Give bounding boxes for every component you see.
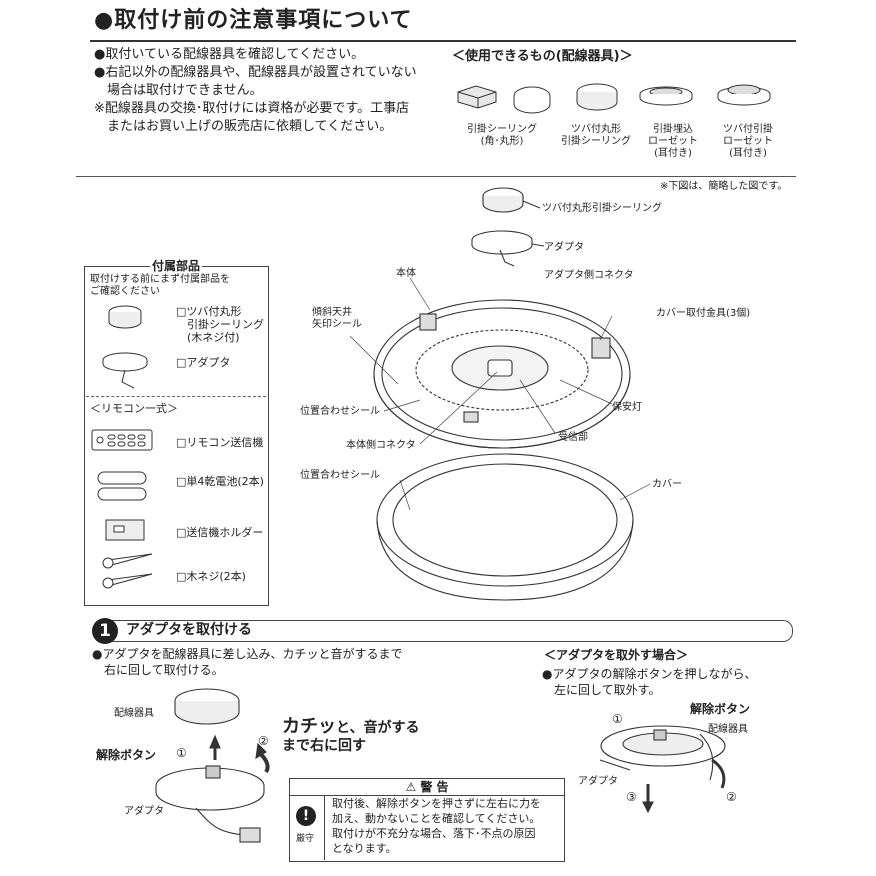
warning-mark: 厳守 bbox=[296, 834, 315, 844]
exclamation-icon: ! bbox=[296, 806, 316, 826]
label-cover-fitting: カバー取付金具(3個) bbox=[656, 308, 751, 319]
label-slope-seal: 傾斜天井矢印シール bbox=[312, 307, 362, 330]
remote-holder: □送信機ホルダー bbox=[176, 526, 264, 539]
usable-heading: ＜使用できるもの(配線器具)＞ bbox=[452, 49, 633, 64]
usable-item-3: 引掛埋込ローゼット(耳付き) bbox=[648, 124, 698, 159]
label-body: 本体 bbox=[396, 268, 416, 279]
step-adapter-label: アダプタ bbox=[124, 806, 164, 817]
note-line: ●右記以外の配線器具や、配線器具が設置されていない bbox=[94, 64, 417, 80]
step-release-button-label: 解除ボタン bbox=[96, 748, 157, 762]
step-title: アダプタを取付ける bbox=[126, 622, 252, 638]
label-adapter: アダプタ bbox=[544, 242, 584, 253]
warning-divider bbox=[324, 796, 325, 860]
page-title: ●取付け前の注意事項について bbox=[94, 8, 413, 33]
label-body-connector: 本体側コネクタ bbox=[346, 440, 416, 451]
click-note: カチッと、音がする まで右に回す bbox=[282, 716, 420, 754]
removal-heading: ＜アダプタを取外す場合＞ bbox=[544, 648, 689, 662]
section-divider bbox=[76, 176, 796, 177]
diagram-note: ※下図は、簡略した図です。 bbox=[660, 181, 788, 192]
accessories-title: 付属部品 bbox=[150, 259, 203, 274]
usable-item-4: ツバ付引掛ローゼット(耳付き) bbox=[723, 124, 773, 159]
note-line: またはお買い上げの販売店に依頼してください。 bbox=[94, 118, 393, 134]
usable-item-2: ツバ付丸形引掛シーリング bbox=[561, 124, 631, 147]
removal-marker-1: ① bbox=[612, 712, 623, 726]
accessory-adapter: □アダプタ bbox=[176, 356, 231, 369]
accessory-items: □ツバ付丸形 引掛シーリング (木ネジ付) bbox=[176, 305, 264, 345]
accessory-illustrations bbox=[102, 305, 148, 389]
label-cover: カバー bbox=[652, 479, 682, 490]
usable-item-1: 引掛シーリング(角･丸形) bbox=[467, 124, 537, 147]
removal-adapter-label: アダプタ bbox=[578, 776, 618, 787]
label-adapter-connector: アダプタ側コネクタ bbox=[544, 270, 634, 281]
step-marker-2: ② bbox=[258, 734, 269, 748]
removal-instructions: ●アダプタの解除ボタンを押しながら、 左に回して取外す。 bbox=[542, 667, 757, 698]
warning-text: 取付後、解除ボタンを押さずに左右に力を 加え、動かないことを確認してください。 … bbox=[332, 797, 541, 855]
step-title-bar bbox=[112, 620, 793, 642]
remote-title: ＜リモコン一式＞ bbox=[90, 402, 178, 415]
accessories-divider bbox=[86, 396, 266, 397]
remote-screw: □木ネジ(2本) bbox=[176, 570, 246, 583]
label-align-seal-2: 位置合わせシール bbox=[300, 470, 380, 481]
note-line: ※配線器具の交換･取付けには資格が必要です。工事店 bbox=[94, 100, 410, 116]
removal-marker-3: ③ bbox=[626, 790, 637, 804]
warning-header bbox=[290, 779, 564, 796]
warning-box bbox=[289, 778, 565, 862]
title-rule bbox=[90, 40, 796, 42]
notes-block: ●取付いている配線器具を確認してください。 ●右記以外の配線器具や、配線器具が設… bbox=[94, 46, 417, 136]
removal-release-button-label: 解除ボタン bbox=[690, 702, 751, 716]
wiring-device-icons bbox=[457, 83, 771, 114]
remote-illustrations bbox=[91, 429, 153, 589]
removal-marker-2: ② bbox=[726, 790, 737, 804]
warning-title: ⚠ 警 告 bbox=[405, 780, 449, 794]
label-ceiling: ツバ付丸形引掛シーリング bbox=[542, 203, 662, 214]
step-marker-1: ① bbox=[176, 746, 187, 760]
label-receiver: 受信部 bbox=[558, 432, 588, 443]
removal-wiring-label: 配線器具 bbox=[708, 724, 748, 735]
remote-transmitter: □リモコン送信機 bbox=[176, 436, 264, 449]
label-safety-light: 保安灯 bbox=[612, 402, 642, 413]
step-wiring-label: 配線器具 bbox=[114, 708, 154, 719]
note-line: 場合は取付けできません。 bbox=[94, 82, 263, 98]
accessories-subtitle: 取付けする前にまず付属部品をご確認ください bbox=[90, 274, 230, 297]
step-instructions: ●アダプタを配線器具に差し込み、カチッと音がするまで 右に回して取付ける。 bbox=[92, 647, 403, 678]
label-align-seal: 位置合わせシール bbox=[300, 406, 380, 417]
remote-battery: □単4乾電池(2本) bbox=[176, 475, 264, 488]
note-line: ●取付いている配線器具を確認してください。 bbox=[94, 47, 365, 62]
